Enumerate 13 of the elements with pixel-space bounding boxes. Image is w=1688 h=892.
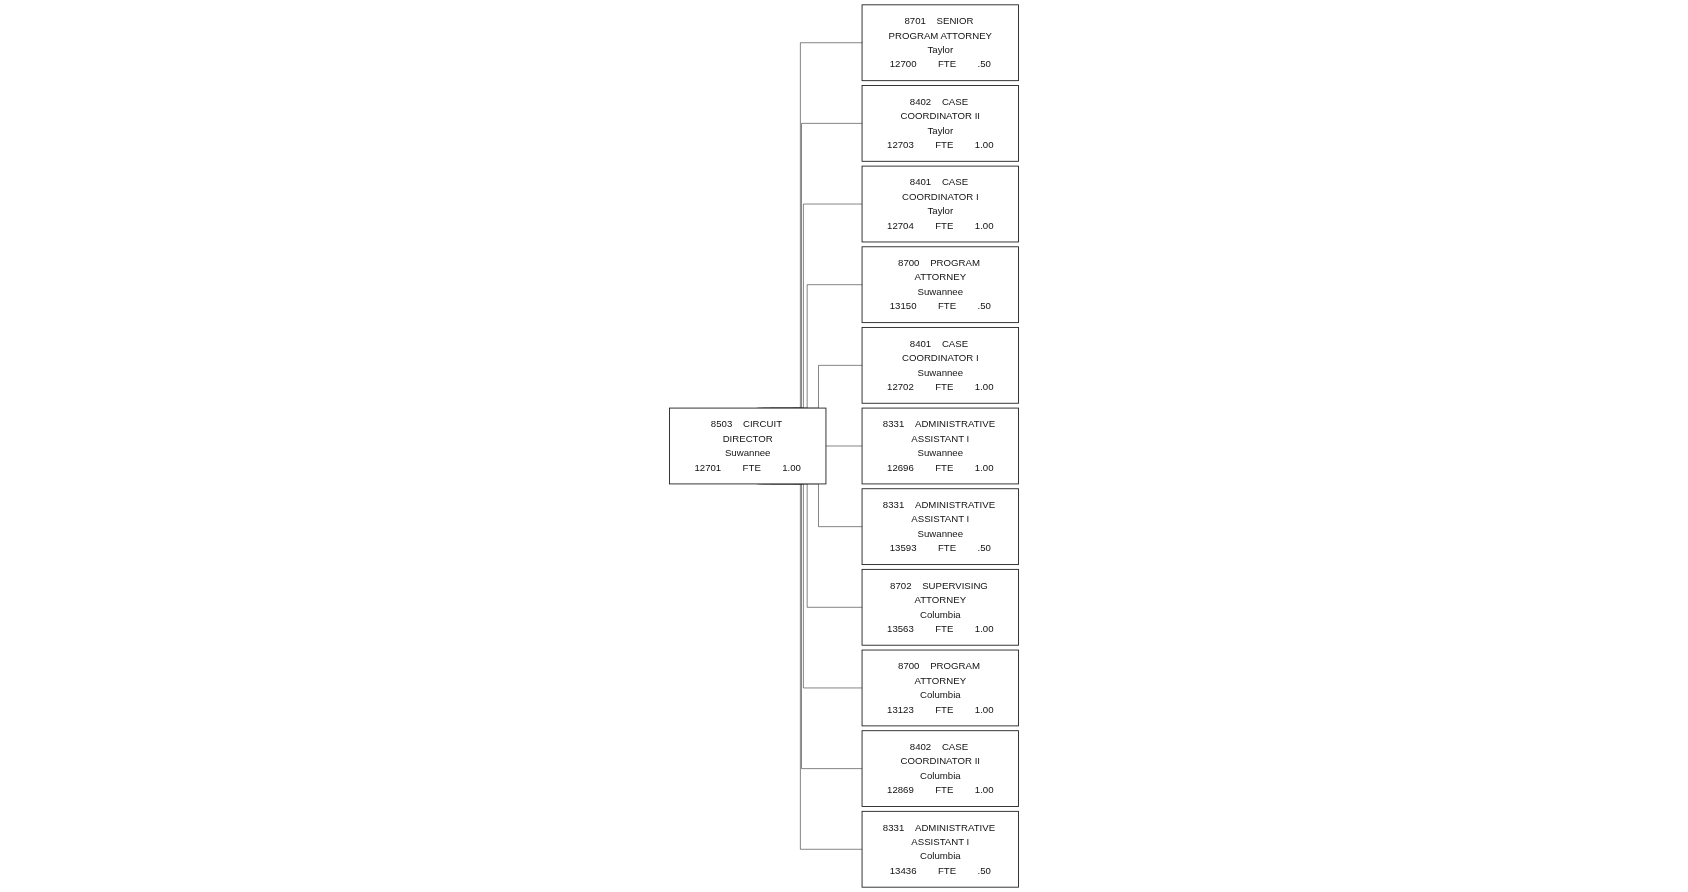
node-box: 8402 CASE COORDINATOR II Columbia 12869 FTE 1.00 — [861, 730, 1019, 807]
node-box: 8700 PROGRAM ATTORNEY Columbia 13123 FTE 1.00 — [861, 649, 1019, 727]
node-box: 8503 CIRCUIT DIRECTOR Suwannee 12701 FTE 1.00 — [669, 407, 827, 485]
node-box: 8401 CASE COORDINATOR I Suwannee 12702 FTE 1.00 — [861, 327, 1019, 404]
node-box: 8701 SENIOR PROGRAM ATTORNEY Taylor 12700 FTE .50 — [861, 4, 1019, 82]
node-box: 8700 PROGRAM ATTORNEY Suwannee 13150 FTE .50 — [861, 246, 1019, 324]
node-box: 8702 SUPERVISING ATTORNEY Columbia 13563 FTE 1.00 — [861, 568, 1019, 646]
node-box: 8331 ADMINISTRATIVE ASSISTANT I Suwannee 13593 FTE .50 — [861, 488, 1019, 566]
node-box: 8402 CASE COORDINATOR II Taylor 12703 FTE 1.00 — [861, 85, 1019, 162]
node-box: 8401 CASE COORDINATOR I Taylor 12704 FTE 1.00 — [861, 165, 1019, 243]
node-box: 8331 ADMINISTRATIVE ASSISTANT I Suwannee 12696 FTE 1.00 — [861, 407, 1019, 485]
node-box: 8331 ADMINISTRATIVE ASSISTANT I Columbia 13436 FTE .50 — [861, 810, 1019, 888]
connector — [825, 445, 863, 447]
